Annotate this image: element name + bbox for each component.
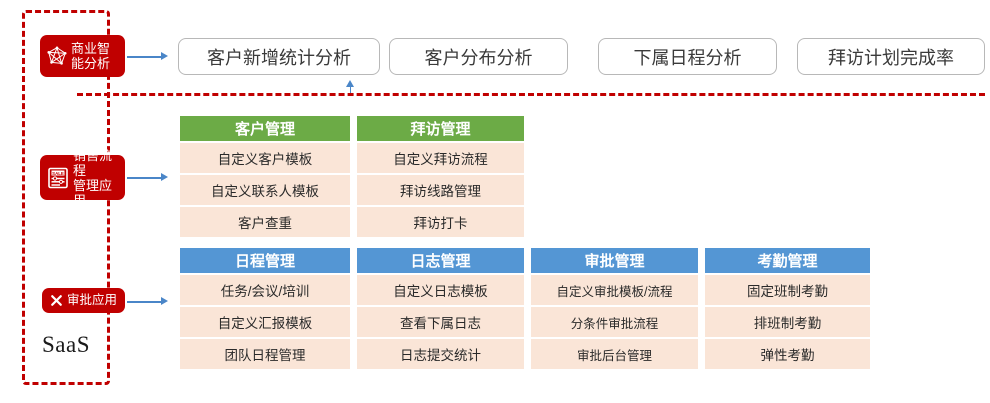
- card-row[interactable]: 拜访线路管理: [357, 175, 524, 205]
- badge-approval-app[interactable]: 审批应用: [42, 288, 125, 313]
- card-row[interactable]: 日志提交统计: [357, 339, 524, 369]
- card-title: 客户管理: [180, 116, 350, 141]
- pill-label: 客户分布分析: [424, 47, 533, 68]
- svg-text:SALE: SALE: [52, 170, 64, 175]
- card-title: 日志管理: [357, 248, 524, 273]
- card-row[interactable]: 排班制考勤: [705, 307, 870, 337]
- badge-business-intelligence-label: 商业智 能分析: [71, 41, 111, 71]
- sale-document-icon: SALE: [46, 166, 70, 190]
- card-title: 日程管理: [180, 248, 350, 273]
- card-row[interactable]: 分条件审批流程: [531, 307, 698, 337]
- card-row[interactable]: 拜访打卡: [357, 207, 524, 237]
- card-row[interactable]: 任务/会议/培训: [180, 275, 350, 305]
- pill-customer-growth-analysis[interactable]: 客户新增统计分析: [178, 38, 380, 75]
- badge-sales-process-app-label: 销售流程 管理应用: [73, 147, 113, 208]
- card-log-management[interactable]: 日志管理 自定义日志模板 查看下属日志 日志提交统计: [357, 248, 524, 369]
- card-row[interactable]: 客户查重: [180, 207, 350, 237]
- arrow-approval-to-cards: [127, 297, 168, 306]
- card-row[interactable]: 自定义审批模板/流程: [531, 275, 698, 305]
- arrow-bi-to-pills: [127, 52, 168, 61]
- card-title: 拜访管理: [357, 116, 524, 141]
- pill-label: 拜访计划完成率: [828, 47, 954, 68]
- network-graph-icon: [46, 45, 68, 67]
- card-title: 审批管理: [531, 248, 698, 273]
- arrow-sales-to-cards: [127, 173, 168, 182]
- card-visit-management[interactable]: 拜访管理 自定义拜访流程 拜访线路管理 拜访打卡: [357, 116, 524, 237]
- pill-label: 下属日程分析: [633, 47, 742, 68]
- pill-visit-plan-completion-rate[interactable]: 拜访计划完成率: [797, 38, 985, 75]
- badge-business-intelligence[interactable]: 商业智 能分析: [40, 35, 125, 77]
- card-row[interactable]: 自定义拜访流程: [357, 143, 524, 173]
- pill-customer-distribution-analysis[interactable]: 客户分布分析: [389, 38, 568, 75]
- cross-x-icon: [50, 294, 63, 307]
- card-row[interactable]: 团队日程管理: [180, 339, 350, 369]
- card-row[interactable]: 审批后台管理: [531, 339, 698, 369]
- pill-subordinate-schedule-analysis[interactable]: 下属日程分析: [598, 38, 777, 75]
- card-row[interactable]: 固定班制考勤: [705, 275, 870, 305]
- card-row[interactable]: 自定义日志模板: [357, 275, 524, 305]
- pill-label: 客户新增统计分析: [207, 47, 351, 68]
- card-row[interactable]: 自定义客户模板: [180, 143, 350, 173]
- card-row[interactable]: 自定义联系人模板: [180, 175, 350, 205]
- badge-approval-app-label: 审批应用: [67, 293, 118, 307]
- arrow-up-to-analytics: [346, 80, 355, 93]
- card-attendance-management[interactable]: 考勤管理 固定班制考勤 排班制考勤 弹性考勤: [705, 248, 870, 369]
- card-row[interactable]: 自定义汇报模板: [180, 307, 350, 337]
- card-row[interactable]: 弹性考勤: [705, 339, 870, 369]
- card-approval-management[interactable]: 审批管理 自定义审批模板/流程 分条件审批流程 审批后台管理: [531, 248, 698, 369]
- badge-sales-process-app[interactable]: SALE 销售流程 管理应用: [40, 148, 125, 208]
- saas-divider-line: [77, 93, 985, 96]
- card-customer-management[interactable]: 客户管理 自定义客户模板 自定义联系人模板 客户查重: [180, 116, 350, 237]
- saas-label: SaaS: [42, 332, 90, 357]
- card-row[interactable]: 查看下属日志: [357, 307, 524, 337]
- card-title: 考勤管理: [705, 248, 870, 273]
- card-schedule-management[interactable]: 日程管理 任务/会议/培训 自定义汇报模板 团队日程管理: [180, 248, 350, 369]
